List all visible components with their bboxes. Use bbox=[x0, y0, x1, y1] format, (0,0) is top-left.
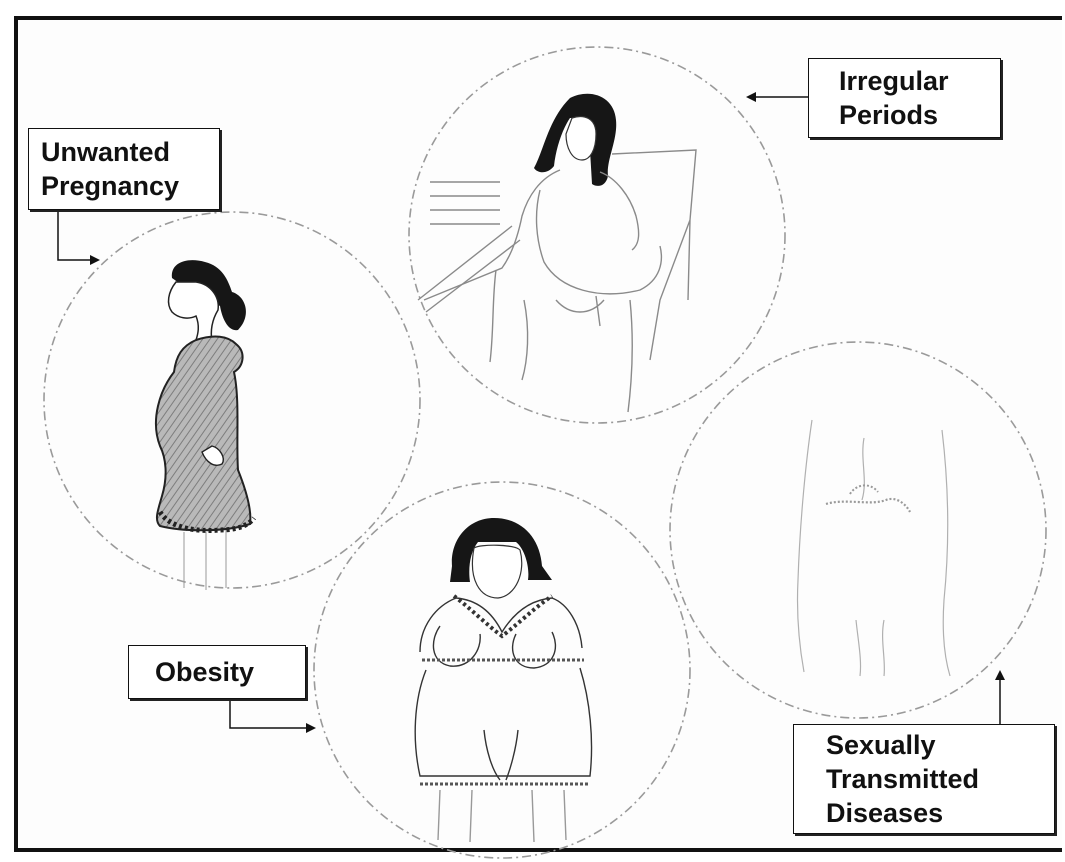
pregnant-woman-illustration bbox=[156, 260, 254, 590]
std-illustration bbox=[797, 420, 950, 676]
label-line: Unwanted bbox=[41, 135, 219, 169]
obese-woman-illustration bbox=[415, 518, 591, 842]
label-line: Sexually bbox=[826, 728, 1054, 762]
irregular-periods-label: Irregular Periods bbox=[808, 58, 1001, 138]
label-line: Obesity bbox=[155, 655, 305, 689]
sexually-transmitted-diseases-label: Sexually Transmitted Diseases bbox=[793, 724, 1055, 834]
label-line: Irregular bbox=[839, 64, 1000, 98]
arrow-unwanted-pregnancy bbox=[58, 210, 98, 260]
arrow-obesity bbox=[230, 699, 314, 728]
label-line: Diseases bbox=[826, 796, 1054, 830]
unwanted-pregnancy-label: Unwanted Pregnancy bbox=[28, 128, 220, 210]
seated-woman-illustration bbox=[418, 94, 696, 412]
obesity-label: Obesity bbox=[128, 645, 306, 699]
label-line: Transmitted bbox=[826, 762, 1054, 796]
label-line: Pregnancy bbox=[41, 169, 219, 203]
std-circle bbox=[670, 342, 1046, 718]
label-line: Periods bbox=[839, 98, 1000, 132]
